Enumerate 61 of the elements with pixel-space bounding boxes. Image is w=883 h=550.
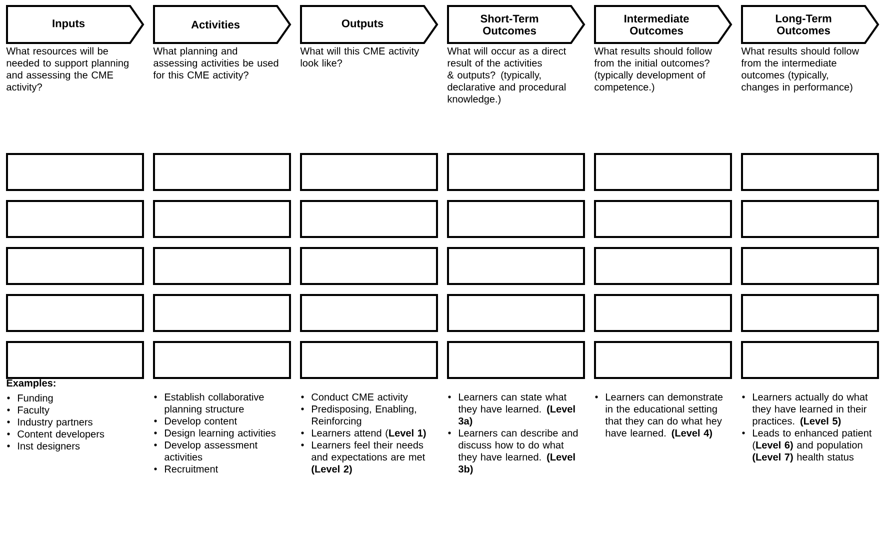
question-text: What planning and assessing activities be used for this CME activity? [153,47,278,81]
list-item: Learners attend (Level 1) [301,429,426,439]
blank-box [300,247,438,285]
list-item: Conduct CME activity [301,393,408,403]
arrow-banner: Short-Term Outcomes [447,5,586,44]
list-item: Inst designers [7,442,80,452]
blank-box [741,247,879,285]
list-item: Learners can describe and discuss how to do what they have learned. (Level 3b) [448,429,578,475]
blank-box [447,294,585,332]
question-text: What will occur as a direct result of the activities & outputs? (typically, declarative and procedural knowledge.) [447,47,566,105]
blank-box [741,341,879,379]
blank-box [153,294,291,332]
list-item: Develop content [154,417,237,427]
blank-box [6,247,144,285]
blank-box [741,153,879,191]
arrow-banner: Activities [153,5,292,44]
question-text: What results should follow from the intermediate outcomes (typically, changes in performance) [741,47,860,93]
blank-box [741,200,879,238]
blank-box [153,200,291,238]
arrow-banner: Long-Term Outcomes [741,5,880,44]
list-item: Learners feel their needs and expectations are met (Level 2) [301,441,426,475]
blank-box [447,341,585,379]
blank-box [6,341,144,379]
list-item: Funding [7,394,53,404]
question-text: What results should follow from the initial outcomes? (typically development of competence.) [594,47,712,93]
arrow-banner: Outputs [300,5,438,44]
blank-box [6,200,144,238]
list-item: Learners can state what they have learned. (Level 3a) [448,393,575,427]
blank-box [153,341,291,379]
list-item: Industry partners [7,418,92,428]
list-item: Establish collaborative planning structure [154,393,264,415]
blank-box [594,341,732,379]
blank-box [300,200,438,238]
blank-box [447,247,585,285]
list-item: Predisposing, Enabling, Reinforcing [301,405,416,427]
list-item: Learners can demonstrate in the educational setting that they can do what hey have learned. (Level 4) [595,393,723,439]
blank-box [6,153,144,191]
blank-box [594,153,732,191]
blank-box [300,341,438,379]
list-item: Develop assessment activities [154,441,258,461]
list-item: Content developers [7,430,104,440]
blank-box [594,247,732,285]
blank-box [6,294,144,332]
blank-box [153,153,291,191]
blank-box [447,200,585,238]
list-item: Leads to enhanced patient (Level 6) and population (Level 7) health status [742,429,872,463]
list-item: Recruitment [154,465,218,473]
blank-box [594,294,732,332]
arrow-banner: Intermediate Outcomes [594,5,732,44]
question-text: What resources will be needed to support planning and assessing the CME activity? [6,47,128,93]
list-item: Faculty [7,406,50,416]
question-text: What will this CME activity look like? [300,47,420,67]
blank-box [153,247,291,285]
list-item: Learners actually do what they have learned in their practices. (Level 5) [742,393,868,427]
blank-box [741,294,879,332]
blank-box [300,294,438,332]
arrow-banner: Inputs [6,5,144,44]
list-item: Design learning activities [154,429,276,439]
blank-box [594,200,732,238]
blank-box [300,153,438,191]
blank-box [447,153,585,191]
